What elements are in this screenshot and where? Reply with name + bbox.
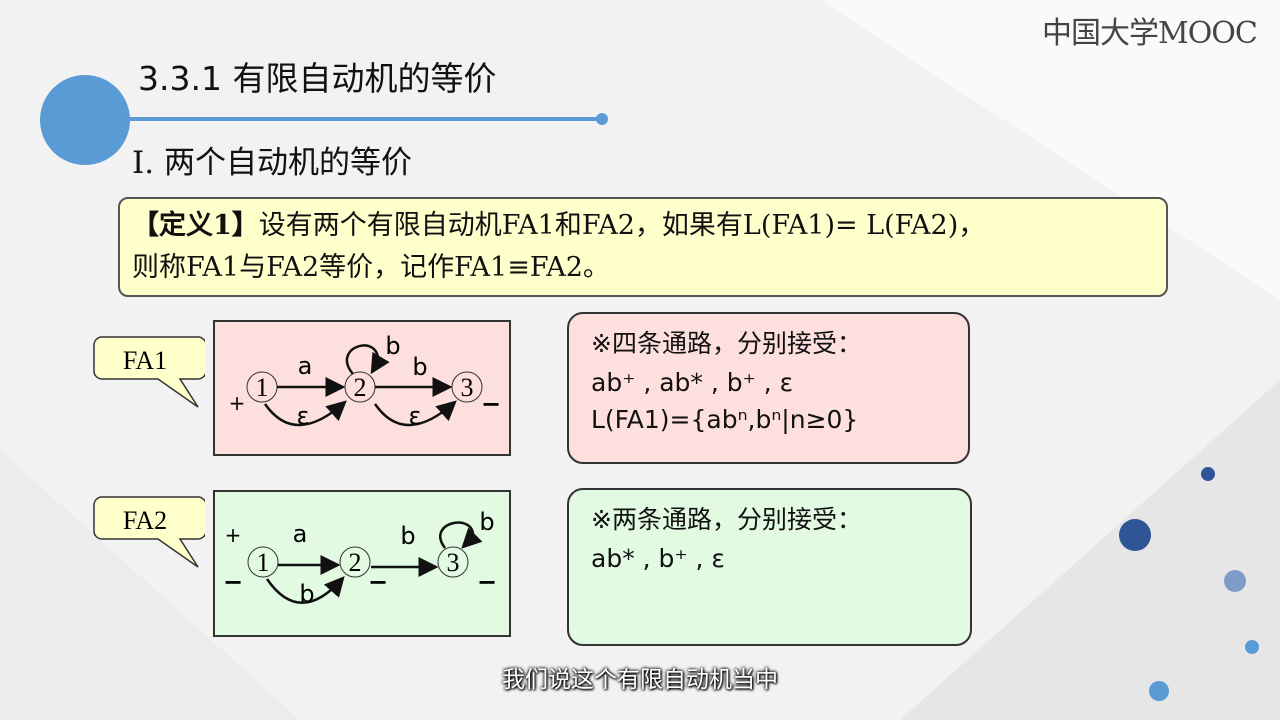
fa2-note: ※两条通路，分别接受： ab* , b⁺ , ε [567,488,972,646]
final-marker: − [477,568,497,596]
fa1-note: ※四条通路，分别接受： ab⁺ , ab* , b⁺ , ε L(FA1)={a… [567,312,970,464]
final-marker: − [368,568,388,596]
decor-dot [1149,681,1169,701]
edge-label: b [412,353,427,381]
section-heading: Ⅰ. 两个自动机的等价 [132,145,412,181]
edge-label: b [479,508,494,536]
fa2-state-1 [247,546,279,578]
edge-label: b [385,332,400,360]
definition-box: 【定义1】设有两个有限自动机FA1和FA2，如果有L(FA1)= L(FA2)，… [118,197,1168,297]
fa2-callout: FA2 [93,496,205,568]
fa2-label: FA2 [123,506,167,535]
fa2-note-title: ※两条通路，分别接受： [591,505,862,534]
fa1-edge-eps1 [263,400,347,427]
definition-prefix: 【定义1】 [132,210,259,241]
start-marker: + [229,391,246,415]
edge-label: b [400,522,415,550]
edge-label: ε [409,402,422,430]
underline-dot [596,113,608,125]
decor-circle [40,75,130,165]
fa1-diagram: 1 2 3 a b b ε ε + − [213,320,511,456]
edge-label: b [299,580,314,608]
decor-dot [1119,519,1151,551]
logo-text: 中国大学MOOC [1042,16,1258,51]
page-title: 3.3.1 有限自动机的等价 [138,59,497,98]
final-marker: − [481,390,501,418]
fa2-diagram: 1 2 3 a b b b + − − − [213,490,511,637]
decor-dot [1224,570,1246,592]
definition-line2: 则称FA1与FA2等价，记作FA1≡FA2。 [132,252,610,283]
video-subtitle: 我们说这个有限自动机当中 [502,667,778,693]
fa1-callout: FA1 [93,336,205,408]
edge-label: ε [297,402,310,430]
fa1-note-paths: ab⁺ , ab* , b⁺ , ε [591,368,794,397]
state-label: 3 [447,548,460,577]
mooc-logo: 中国大学MOOC [1042,8,1272,68]
fa2-note-paths: ab* , b⁺ , ε [591,544,725,573]
edge-label: a [298,352,313,380]
fa1-edge-eps2 [373,400,457,427]
decor-dot [1245,640,1259,654]
fa1-loop-b [345,344,390,375]
fa2-edge-b12 [265,576,345,604]
fa1-note-title: ※四条通路，分别接受： [591,329,862,358]
fa1-note-language: L(FA1)={abⁿ,bⁿ|n≥0} [591,405,859,434]
edge-label: a [293,520,308,548]
state-label: 1 [256,373,269,402]
decor-dot [1201,467,1215,481]
final-marker: − [223,568,243,596]
fa1-label: FA1 [123,346,167,375]
state-label: 3 [461,373,474,402]
state-label: 1 [257,548,270,577]
fa2-loop-b [439,521,483,549]
state-label: 2 [354,373,367,402]
state-label: 2 [349,548,362,577]
start-marker: + [225,523,242,547]
definition-line1: 设有两个有限自动机FA1和FA2，如果有L(FA1)= L(FA2)， [258,210,986,241]
title-underline [120,117,602,121]
